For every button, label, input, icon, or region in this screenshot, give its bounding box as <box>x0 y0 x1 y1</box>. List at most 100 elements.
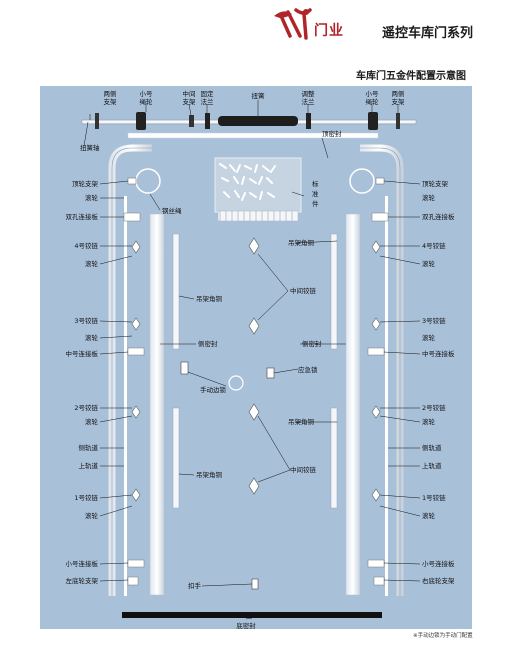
torsion-spring-part <box>218 116 298 126</box>
top-seal-bar <box>127 132 379 139</box>
label-hanger-angle-lower-left: 吊架角铜 <box>196 470 223 479</box>
right-lower-hanger-angle <box>330 407 338 509</box>
left-track-assembly <box>108 144 165 596</box>
label-roller-right-1: 滚轮 <box>422 193 436 202</box>
label-fixed-flange-line2: 法兰 <box>201 97 215 106</box>
label-roller-right-2: 滚轮 <box>422 259 436 268</box>
label-middle-support-line1: 中间 <box>183 89 196 98</box>
label-double-hole-plate-left: 双孔连接板 <box>66 212 99 221</box>
left-lower-hanger-angle <box>172 407 180 509</box>
label-middle-hinge-lower: 中间铰链 <box>290 465 317 474</box>
label-adjust-flange-line2: 法兰 <box>302 97 316 106</box>
label-standard-parts-2: 准 <box>312 189 319 198</box>
label-roller-left-5: 滚轮 <box>85 511 99 520</box>
label-hinge-2-right: 2号铰链 <box>422 403 446 412</box>
label-handle: 扣手 <box>188 581 202 590</box>
left-hardware-group <box>123 177 145 586</box>
logo-mark-icon <box>274 8 312 40</box>
label-small-plate-left: 小号连接板 <box>66 559 99 568</box>
label-roller-left-3: 滚轮 <box>85 333 99 342</box>
label-torsion-spring: 扭簧 <box>252 91 266 100</box>
diagram-panel: 两侧 支架 小号 绳轮 中间 支架 固定 法兰 扭簧 调整 法兰 小号 绳轮 两… <box>40 86 472 630</box>
series-title: 遥控车库门系列 <box>382 26 474 41</box>
label-small-reel-right-line2: 绳轮 <box>366 97 380 106</box>
standard-parts-icon <box>214 157 302 222</box>
label-hinge-2-left: 2号铰链 <box>74 403 98 412</box>
label-roller-left-4: 滚轮 <box>85 417 99 426</box>
leader-lines <box>83 100 421 620</box>
label-hinge-4-left: 4号铰链 <box>74 241 98 250</box>
middle-hinges <box>248 237 260 495</box>
garage-door-hardware-diagram: 两侧 支架 小号 绳轮 中间 支架 固定 法兰 扭簧 调整 法兰 小号 绳轮 两… <box>66 89 456 630</box>
label-middle-plate-left: 中号连接板 <box>66 349 99 358</box>
label-right-bottom-bracket: 右底轮支架 <box>422 576 455 585</box>
right-hardware-group <box>367 177 389 586</box>
left-side-seal-strip <box>149 213 165 596</box>
label-hanger-angle-upper-left: 吊架角铜 <box>196 294 223 303</box>
label-small-plate-right: 小号连接板 <box>422 559 455 568</box>
label-top-wheel-bracket-right: 顶轮支架 <box>422 179 449 188</box>
label-fixed-flange-line1: 固定 <box>201 89 215 98</box>
label-upper-rail-right: 上轨道 <box>422 461 442 470</box>
logo-text: 门业 <box>314 23 344 39</box>
left-side-rail <box>124 196 127 596</box>
label-hinge-3-left: 3号铰链 <box>74 316 98 325</box>
label-small-reel-left-line2: 绳轮 <box>140 97 154 106</box>
right-side-rail <box>385 196 388 596</box>
label-hinge-1-left: 1号铰链 <box>74 493 98 502</box>
label-side-rail-right: 侧轨道 <box>422 443 442 452</box>
label-manual-lock: 手动边锁 <box>200 385 227 394</box>
label-hinge-1-right: 1号铰链 <box>422 493 446 502</box>
adjust-flange-part <box>306 113 311 129</box>
right-upper-hanger-angle <box>330 233 338 350</box>
right-support-part <box>396 113 400 129</box>
label-top-wheel-bracket-left: 顶轮支架 <box>72 179 99 188</box>
anti-theft-lock-icon <box>266 367 275 379</box>
label-torsion-shaft: 扭簧轴 <box>80 143 100 152</box>
label-double-support-left-line2: 支架 <box>104 97 118 106</box>
label-upper-rail-left: 上轨道 <box>79 461 99 470</box>
label-double-support-right-line2: 支架 <box>392 97 406 106</box>
label-roller-right-4: 滚轮 <box>422 417 436 426</box>
label-hinge-3-right: 3号铰链 <box>422 316 446 325</box>
label-side-seal-right: 侧密封 <box>302 339 322 348</box>
label-middle-hinge-upper: 中间铰链 <box>290 286 317 295</box>
manual-lock-icon <box>180 361 189 375</box>
label-double-support-left-line1: 两侧 <box>104 89 117 98</box>
label-standard-parts-1: 标 <box>312 179 319 188</box>
label-adjust-flange-line1: 调整 <box>302 89 316 98</box>
manual-lock-ring-icon <box>228 375 244 391</box>
label-anti-theft-lock: 应急锁 <box>298 365 318 374</box>
handle-icon <box>251 578 259 590</box>
left-support-part <box>95 113 99 129</box>
bottom-seal-bar <box>122 612 382 618</box>
right-track-assembly <box>345 144 404 596</box>
label-double-hole-plate-right: 双孔连接板 <box>422 212 455 221</box>
footnote: ※手动边锁为手动门配置 <box>413 633 473 639</box>
label-middle-support-line2: 支架 <box>183 97 197 106</box>
label-left-bottom-bracket: 左底轮支架 <box>66 576 99 585</box>
label-hanger-angle-lower-right: 吊架角铜 <box>288 417 315 426</box>
label-small-reel-right-line1: 小号 <box>366 89 380 98</box>
torsion-shaft-assembly <box>81 112 417 130</box>
label-standard-parts-3: 件 <box>312 199 319 208</box>
label-steel-cable: 钢丝绳 <box>162 206 182 215</box>
label-double-support-right-line1: 两侧 <box>392 89 405 98</box>
label-top-seal: 顶密封 <box>322 129 342 138</box>
label-side-seal-left: 侧密封 <box>198 339 218 348</box>
right-steel-cable-icon <box>349 168 375 194</box>
left-reel-part <box>136 112 146 130</box>
label-roller-left-2: 滚轮 <box>85 259 99 268</box>
fixed-flange-part <box>205 113 210 129</box>
left-upper-hanger-angle <box>172 233 180 350</box>
label-hinge-4-right: 4号铰链 <box>422 241 446 250</box>
left-steel-cable-icon <box>135 168 161 194</box>
label-roller-right-5: 滚轮 <box>422 511 436 520</box>
right-reel-part <box>368 112 378 130</box>
label-side-rail-left: 侧轨道 <box>79 443 99 452</box>
label-roller-right-3: 滚轮 <box>422 333 436 342</box>
label-bottom-seal: 底密封 <box>236 621 256 629</box>
label-small-reel-left-line1: 小号 <box>140 89 154 98</box>
label-hanger-angle-upper-right: 吊架角铜 <box>288 238 315 247</box>
middle-support-part <box>189 115 194 127</box>
